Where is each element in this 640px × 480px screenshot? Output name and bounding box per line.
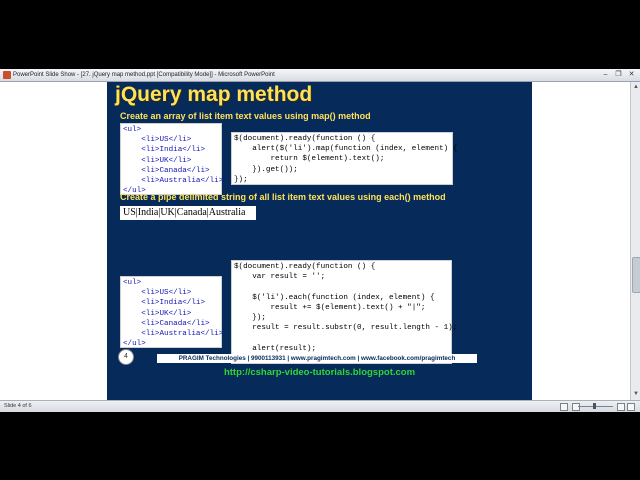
- slide-position-label: Slide 4 of 6: [4, 403, 32, 409]
- blog-url[interactable]: http://csharp-video-tutorials.blogspot.c…: [223, 367, 416, 378]
- li-uk: <li>UK</li>: [141, 156, 192, 165]
- slideshow-view-icon[interactable]: [627, 403, 635, 411]
- heading-map: Create an array of list item text values…: [120, 111, 371, 121]
- powerpoint-window: PowerPoint Slide Show - [27. jQuery map …: [0, 69, 640, 412]
- each-code-line: result = result.substr(0, result.length …: [234, 324, 458, 333]
- li-canada: <li>Canada</li>: [141, 319, 210, 328]
- map-code-line: alert($('li').map(function (index, eleme…: [234, 145, 458, 154]
- map-code-box: $(document).ready(function () { alert($(…: [231, 132, 457, 185]
- each-code-line: alert(result);: [234, 344, 317, 353]
- map-code-line: $(document).ready(function () {: [234, 135, 376, 143]
- spell-check-icon[interactable]: [560, 403, 568, 411]
- li-india: <li>India</li>: [141, 299, 206, 308]
- vertical-scrollbar[interactable]: ▲ ▼: [630, 82, 640, 400]
- ul-open-tag: <ul>: [123, 279, 142, 287]
- li-us: <li>US</li>: [141, 136, 192, 145]
- li-uk: <li>UK</li>: [141, 309, 192, 318]
- title-bar: PowerPoint Slide Show - [27. jQuery map …: [0, 69, 640, 82]
- footer-bar: PRAGIM Technologies | 9900113931 | www.p…: [157, 354, 477, 363]
- slide-number-badge: 4: [118, 349, 134, 365]
- close-button[interactable]: ✕: [628, 71, 635, 78]
- zoom-slider-knob[interactable]: [593, 403, 596, 409]
- each-code-line: var result = '';: [234, 273, 326, 282]
- list-markup-box-2: <ul> <li>US</li> <li>India</li> <li>UK</…: [120, 276, 224, 349]
- li-australia: <li>Australia</li>: [141, 177, 224, 186]
- map-code-line: return $(element).text();: [234, 155, 385, 164]
- right-panel: [532, 82, 630, 400]
- result-string: US|India|UK|Canada|Australia: [120, 206, 256, 220]
- scroll-thumb[interactable]: [632, 257, 640, 293]
- minimize-button[interactable]: –: [603, 71, 608, 78]
- each-code-line: $(document).ready(function () {: [234, 263, 376, 271]
- left-panel: [0, 82, 107, 400]
- slide-canvas[interactable]: jQuery map method Create an array of lis…: [107, 82, 532, 400]
- normal-view-icon[interactable]: [572, 403, 580, 411]
- each-code-line: $('li').each(function (index, element) {: [234, 293, 435, 302]
- powerpoint-app-icon: [3, 71, 11, 79]
- li-canada: <li>Canada</li>: [141, 166, 210, 175]
- slide-title: jQuery map method: [115, 83, 313, 106]
- ul-close-tag: </ul>: [123, 187, 146, 196]
- ul-open-tag: <ul>: [123, 126, 142, 134]
- each-code-box: $(document).ready(function () { var resu…: [231, 260, 457, 364]
- ul-close-tag: </ul>: [123, 340, 146, 349]
- maximize-button[interactable]: ❐: [615, 71, 622, 78]
- li-us: <li>US</li>: [141, 289, 192, 298]
- map-code-line: });: [234, 175, 248, 184]
- li-india: <li>India</li>: [141, 146, 206, 155]
- fit-slide-icon[interactable]: [617, 403, 625, 411]
- heading-each: Create a pipe delimited string of all li…: [120, 192, 446, 202]
- scroll-up-icon[interactable]: ▲: [633, 84, 639, 90]
- map-code-line: }).get());: [234, 165, 298, 174]
- status-bar: Slide 4 of 6: [0, 400, 640, 412]
- scroll-down-icon[interactable]: ▼: [633, 391, 639, 397]
- list-markup-box-1: <ul> <li>US</li> <li>India</li> <li>UK</…: [120, 123, 224, 196]
- each-code-line: result += $(element).text() + "|";: [234, 303, 426, 312]
- li-australia: <li>Australia</li>: [141, 330, 224, 339]
- window-title: PowerPoint Slide Show - [27. jQuery map …: [13, 72, 275, 78]
- each-code-line: });: [234, 314, 266, 323]
